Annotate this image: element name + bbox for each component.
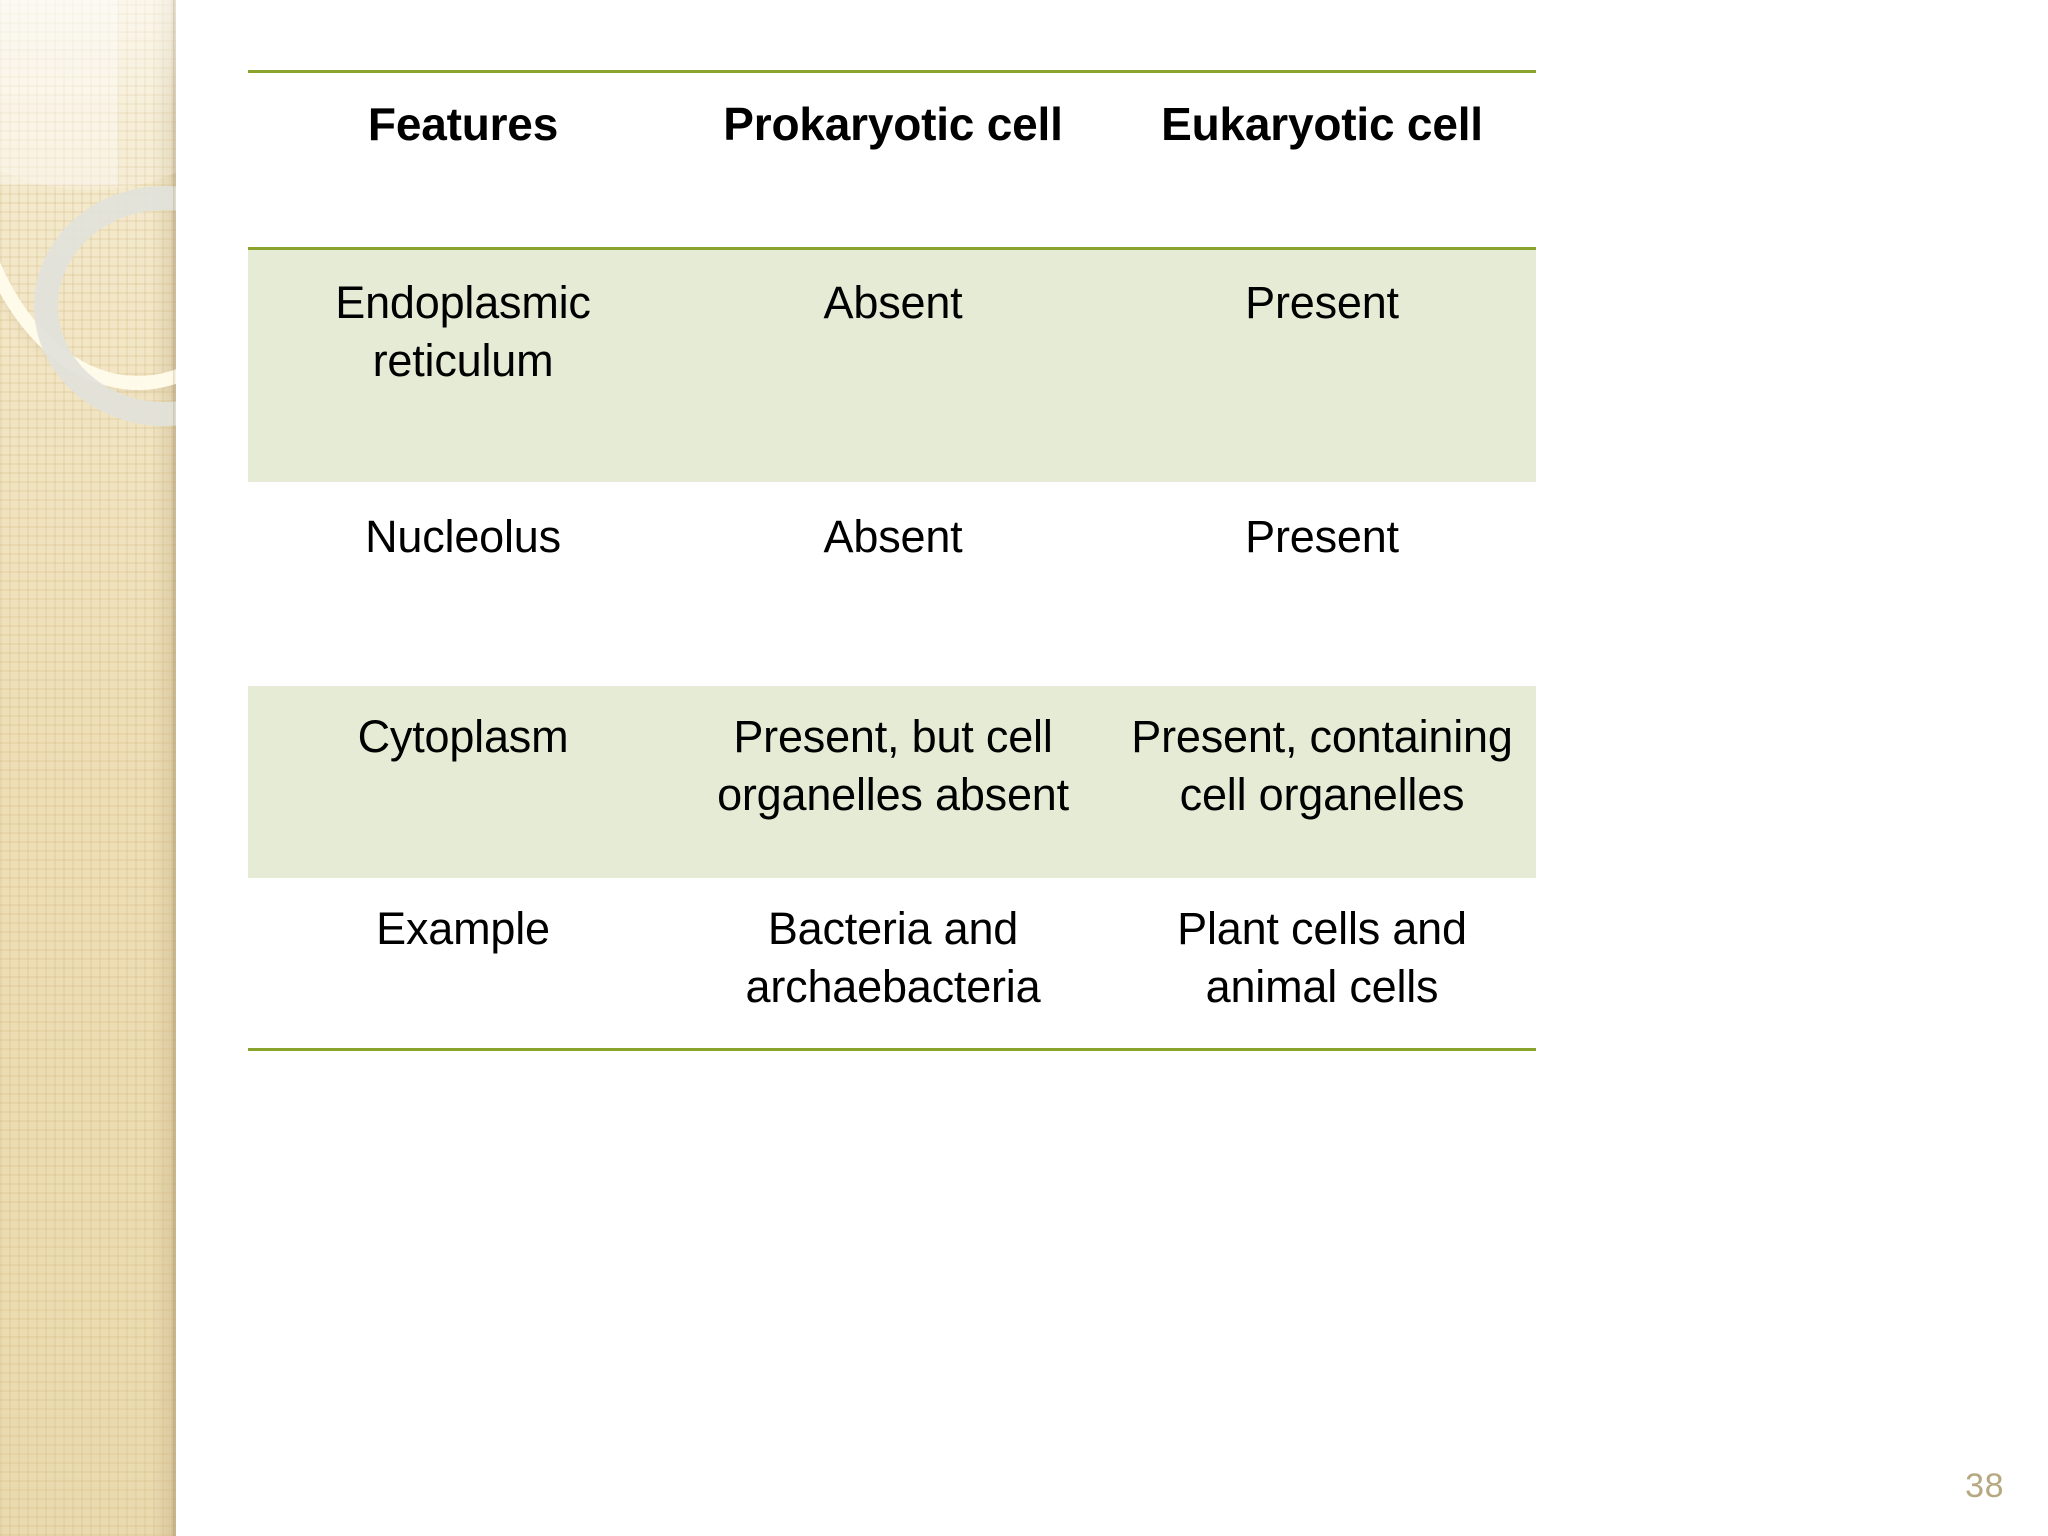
cell-feature: Example (248, 878, 678, 1050)
column-header-eukaryotic-cell: Eukaryotic cell (1161, 98, 1483, 150)
cell-prokaryotic: Absent (678, 482, 1108, 686)
table-bottom-rule (248, 1047, 678, 1052)
table-bottom-rule-row (248, 1047, 1536, 1052)
table-bottom-rule (678, 1047, 1108, 1052)
cell-text-line-1: Present, but cell (733, 710, 1053, 762)
cell-text-line-1: Bacteria and (767, 902, 1019, 954)
cell-eukaryotic: Present (1108, 248, 1536, 482)
cell-text-line-1: Present (1245, 510, 1399, 562)
cell-text-line-1: Cytoplasm (357, 710, 569, 762)
cell-feature: Endoplasmic reticulum (248, 248, 678, 482)
cell-text-line-1: Endoplasmic (335, 276, 591, 328)
table-row: Nucleolus Absent Present (248, 482, 1536, 686)
sidebar-edge-shadow (173, 0, 176, 1536)
cell-text-line-1: Present (1245, 276, 1399, 328)
table-row: Cytoplasm Present, but cell organelles a… (248, 685, 1536, 878)
cell-text-line-2: archaebacteria (745, 961, 1041, 1013)
table-row: Example Bacteria and archaebacteria Plan… (248, 878, 1536, 1050)
table-header-row: Features Prokaryotic cell Eukaryotic cel… (248, 71, 1536, 249)
cell-eukaryotic: Present (1108, 482, 1536, 686)
decorative-sidebar (0, 0, 176, 1536)
cell-text-line-1: Example (376, 902, 550, 954)
table-row: Endoplasmic reticulum Absent Present (248, 248, 1536, 482)
column-header-features: Features (367, 98, 559, 150)
table-bottom-rule (1108, 1047, 1536, 1052)
cell-text-line-1: Absent (823, 510, 963, 562)
column-header-prokaryotic-cell: Prokaryotic cell (723, 98, 1063, 150)
cell-feature: Cytoplasm (248, 686, 678, 878)
comparison-table-wrapper: Features Prokaryotic cell Eukaryotic cel… (248, 70, 1536, 1052)
cell-text-line-1: Plant cells and (1177, 902, 1467, 954)
slide-page-number: 38 (1965, 1467, 2004, 1505)
cell-text-line-1: Absent (823, 276, 963, 328)
cell-prokaryotic: Present, but cell organelles absent (678, 686, 1108, 878)
prokaryote-eukaryote-comparison-table: Features Prokaryotic cell Eukaryotic cel… (248, 70, 1536, 1052)
cell-eukaryotic: Present, containing cell organelles (1108, 686, 1536, 878)
cell-prokaryotic: Absent (678, 248, 1108, 482)
cell-feature: Nucleolus (248, 482, 678, 686)
cell-text-line-2: organelles absent (717, 769, 1069, 821)
cell-text-line-2: animal cells (1205, 961, 1439, 1013)
cell-prokaryotic: Bacteria and archaebacteria (678, 878, 1108, 1050)
cell-text-line-1: Present, containing (1131, 710, 1513, 762)
cell-text-line-2: cell organelles (1179, 769, 1465, 821)
cell-eukaryotic: Plant cells and animal cells (1108, 878, 1536, 1050)
cell-text-line-2: reticulum (372, 335, 554, 387)
cell-text-line-1: Nucleolus (365, 510, 561, 562)
